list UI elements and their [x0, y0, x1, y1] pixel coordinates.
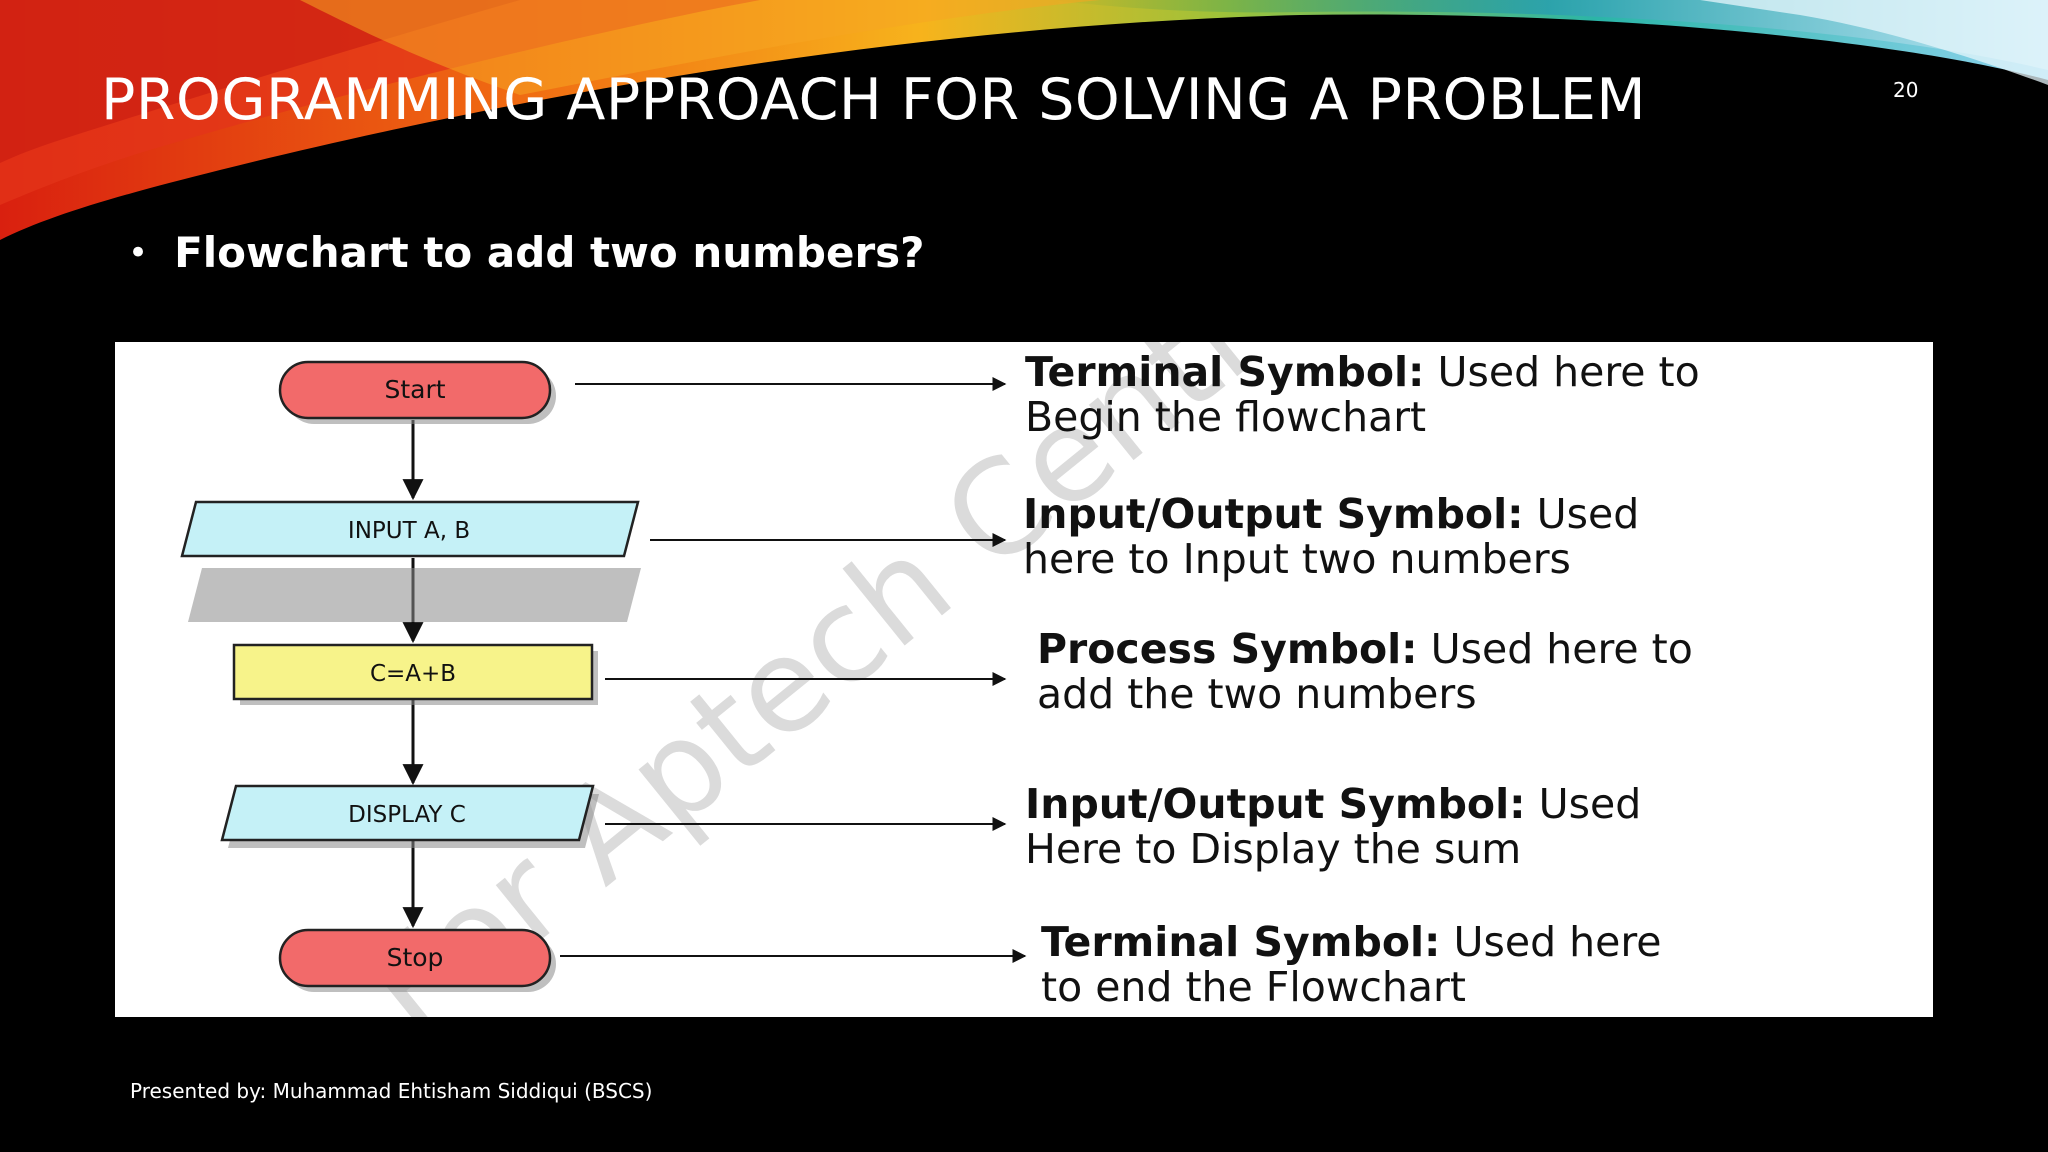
annotation-1-rest: Used here to	[1424, 348, 1700, 396]
bullet-text: Flowchart to add two numbers?	[174, 228, 925, 277]
annotation-2: Input/Output Symbol: Used here to Input …	[1023, 492, 1639, 582]
slide-number: 20	[1893, 78, 1919, 102]
display-parallelogram: DISPLAY C	[220, 784, 599, 848]
annotation-3-line2: add the two numbers	[1037, 670, 1477, 718]
annotation-1-line2: Begin the flowchart	[1025, 393, 1427, 441]
bullet-item: • Flowchart to add two numbers?	[128, 228, 925, 277]
annotation-3-bold: Process Symbol:	[1037, 625, 1418, 673]
annotation-4: Input/Output Symbol: Used Here to Displa…	[1025, 782, 1641, 872]
process-label: C=A+B	[370, 661, 456, 687]
flowchart-svg: For Aptech Centre Use Start INPU	[180, 342, 1570, 1017]
annotation-2-line2: here to Input two numbers	[1023, 535, 1571, 583]
annotation-5-bold: Terminal Symbol:	[1041, 918, 1441, 966]
annotation-1: Terminal Symbol: Used here to Begin the …	[1025, 350, 1700, 440]
input-shape	[180, 500, 640, 558]
decorative-banner	[0, 0, 2048, 240]
bullet-icon: •	[128, 232, 149, 273]
process-shape	[232, 643, 594, 701]
annotation-4-bold: Input/Output Symbol:	[1025, 780, 1526, 828]
presenter-footer: Presented by: Muhammad Ehtisham Siddiqui…	[130, 1079, 653, 1103]
slide-title: PROGRAMMING APPROACH FOR SOLVING A PROBL…	[101, 67, 1647, 133]
annotation-2-rest: Used	[1523, 490, 1640, 538]
annotation-5-rest: Used here	[1440, 918, 1662, 966]
annotation-3-rest: Used here to	[1417, 625, 1693, 673]
display-label: DISPLAY C	[348, 802, 466, 828]
flowchart-figure: For Aptech Centre Use Start INPU	[115, 342, 1933, 1017]
input-parallelogram: INPUT A, B	[180, 500, 641, 622]
stop-label: Stop	[387, 943, 444, 972]
input-label: INPUT A, B	[348, 518, 470, 544]
stop-terminal-shape	[278, 928, 552, 988]
annotation-4-rest: Used	[1525, 780, 1642, 828]
start-label: Start	[384, 375, 445, 404]
start-terminal-shape	[278, 360, 552, 420]
stop-terminal: Stop	[278, 928, 556, 992]
annotation-3: Process Symbol: Used here to add the two…	[1037, 627, 1693, 717]
annotation-5-line2: to end the Flowchart	[1041, 963, 1466, 1011]
annotation-4-line2: Here to Display the sum	[1025, 825, 1522, 873]
annotation-1-bold: Terminal Symbol:	[1025, 348, 1425, 396]
annotation-2-bold: Input/Output Symbol:	[1023, 490, 1524, 538]
start-terminal: Start	[278, 360, 556, 424]
display-shape	[220, 784, 595, 842]
process-rectangle: C=A+B	[232, 643, 598, 705]
annotation-5: Terminal Symbol: Used here to end the Fl…	[1041, 920, 1662, 1010]
